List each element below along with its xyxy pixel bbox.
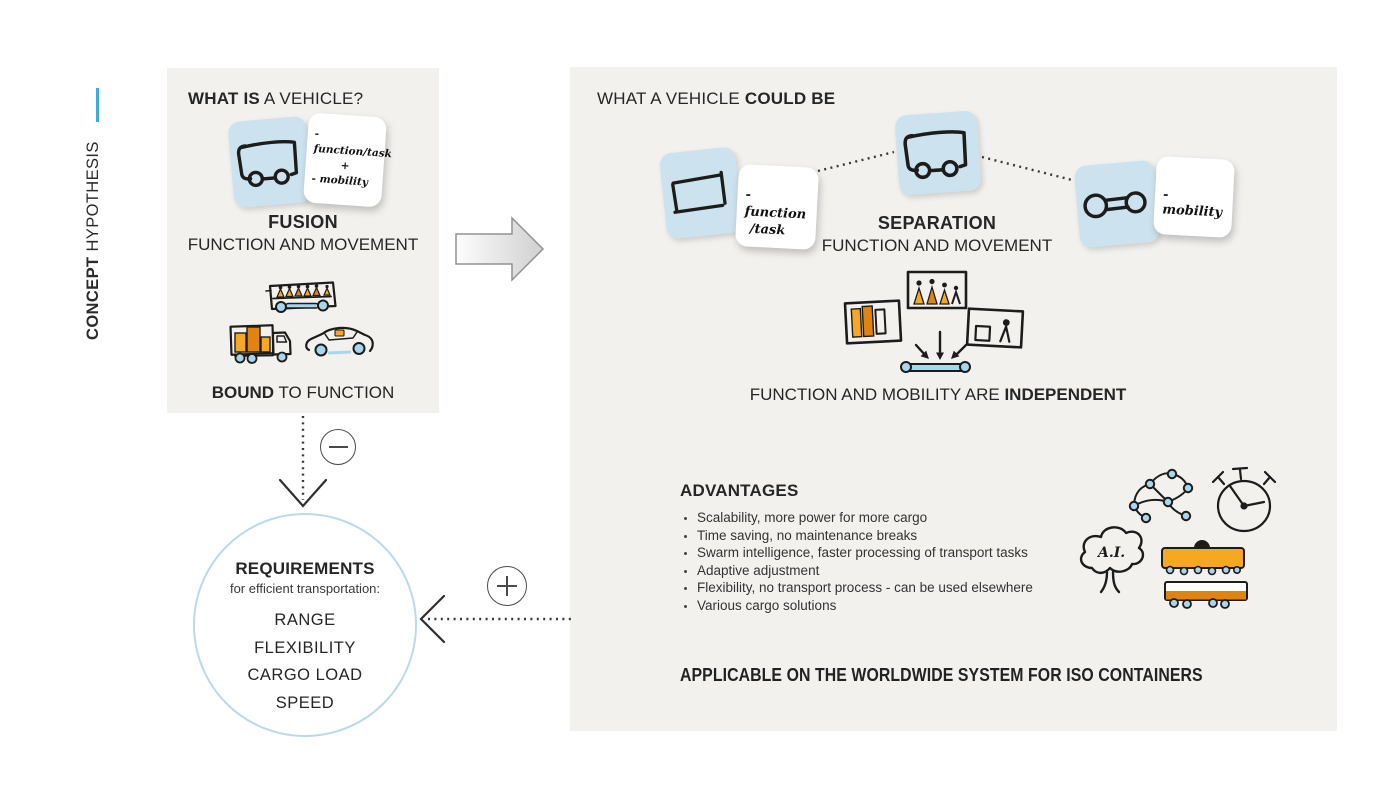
chassis-platform-sketch <box>900 361 971 373</box>
advantage-item: Various cargo solutions <box>682 597 1033 615</box>
bound-rest: TO FUNCTION <box>274 383 395 402</box>
person-module-sketch <box>965 307 1025 349</box>
separation-title: SEPARATION <box>877 213 997 233</box>
fusion-title: FUSION <box>268 212 338 232</box>
bound-vehicles-sketch-icon <box>229 281 374 364</box>
accent-line <box>96 88 99 122</box>
advantage-doodles: A.I. <box>1079 466 1277 609</box>
function-note-line1: - function <box>744 187 807 223</box>
advantage-item: Time saving, no maintenance breaks <box>682 527 1033 545</box>
advantage-item: Scalability, more power for more cargo <box>682 509 1033 527</box>
people-module-sketch <box>906 270 968 310</box>
arrowhead-down-icon <box>278 478 328 508</box>
requirements-items: RANGE FLEXIBILITY CARGO LOAD SPEED <box>247 607 362 717</box>
right-panel-title-bold: COULD BE <box>744 89 836 108</box>
independent-prefix: FUNCTION AND MOBILITY ARE <box>749 385 1005 404</box>
container-trucks-icon <box>1161 540 1248 609</box>
arrowhead-left-icon <box>419 594 446 644</box>
section-label-rest: HYPOTHESIS <box>84 141 102 257</box>
applicable-caption: APPLICABLE ON THE WORLDWIDE SYSTEM FOR I… <box>680 665 1203 685</box>
cargo-module-sketch <box>843 299 903 345</box>
advantages-title: ADVANTAGES <box>680 481 799 500</box>
advantages-list: Scalability, more power for more cargo T… <box>682 509 1033 614</box>
independent-bold: INDEPENDENT <box>1004 385 1127 404</box>
minus-icon <box>320 429 356 465</box>
sticky-container-sketch <box>658 146 744 240</box>
advantage-item: Flexibility, no transport process - can … <box>682 579 1033 597</box>
plus-icon <box>487 566 527 606</box>
note-line-mobility: - mobility <box>311 172 369 189</box>
function-note-line2: /task <box>749 221 786 239</box>
requirements-title: REQUIREMENTS <box>235 559 375 578</box>
bound-bold: BOUND <box>211 383 275 402</box>
converge-arrows <box>914 330 968 360</box>
left-panel-title: WHAT IS A VEHICLE? <box>188 89 363 109</box>
requirement-flexibility: FLEXIBILITY <box>254 638 356 657</box>
van-sketch-icon <box>903 130 968 180</box>
sticky-mobility-note: - mobility <box>1153 156 1235 238</box>
section-label: CONCEPT HYPOTHESIS <box>84 140 103 340</box>
ai-cloud-icon: A.I. <box>1079 526 1145 594</box>
requirement-range: RANGE <box>274 611 336 629</box>
van-sketch-icon <box>236 139 299 188</box>
ai-label: A.I. <box>1096 545 1125 561</box>
mobility-note-line: - mobility <box>1161 187 1223 221</box>
car-sketch <box>305 326 374 357</box>
separation-subtitle: FUNCTION AND MOVEMENT <box>821 236 1053 255</box>
sticky-vehicle-sketch <box>227 115 313 209</box>
bus-sketch <box>265 281 337 313</box>
independent-modules-sketch-icon <box>843 270 1025 373</box>
left-panel-title-bold: WHAT IS <box>188 89 260 108</box>
requirements-subtitle: for efficient transportation: <box>229 581 381 596</box>
what-a-vehicle-could-be-panel: WHAT A VEHICLE COULD BE - function /task <box>570 67 1337 731</box>
sticky-function-task-note: - function /task <box>734 163 820 251</box>
truck-sketch <box>229 324 292 364</box>
section-label-bold: CONCEPT <box>84 256 102 340</box>
transform-arrow-icon <box>455 216 545 282</box>
requirement-speed: SPEED <box>275 693 335 712</box>
fusion-subtitle: FUNCTION AND MOVEMENT <box>187 235 419 254</box>
requirements-circle: REQUIREMENTS for efficient transportatio… <box>193 513 417 737</box>
advantage-item: Adaptive adjustment <box>682 562 1033 580</box>
advantage-item: Swarm intelligence, faster processing of… <box>682 544 1033 562</box>
requirement-cargo-load: CARGO LOAD <box>247 666 363 684</box>
sticky-function-mobility-note: - function/task + - mobility <box>302 112 393 208</box>
left-panel-title-rest: A VEHICLE? <box>259 89 364 108</box>
stopwatch-icon <box>1211 466 1277 533</box>
right-panel-title-prefix: WHAT A VEHICLE <box>597 89 745 108</box>
sticky-chassis-sketch <box>1073 159 1161 249</box>
container-sketch-icon <box>671 170 727 214</box>
what-is-a-vehicle-panel: WHAT IS A VEHICLE? - function/task + - m… <box>167 68 439 413</box>
note-line-function-task: - function/task <box>313 127 393 161</box>
network-icon <box>1128 468 1194 524</box>
bound-to-function-caption: BOUND TO FUNCTION <box>167 383 439 403</box>
right-panel-title: WHAT A VEHICLE COULD BE <box>597 89 835 109</box>
independent-caption: FUNCTION AND MOBILITY ARE INDEPENDENT <box>688 385 1188 405</box>
chassis-sketch-icon <box>1083 191 1147 219</box>
sticky-vehicle-center <box>894 110 982 196</box>
